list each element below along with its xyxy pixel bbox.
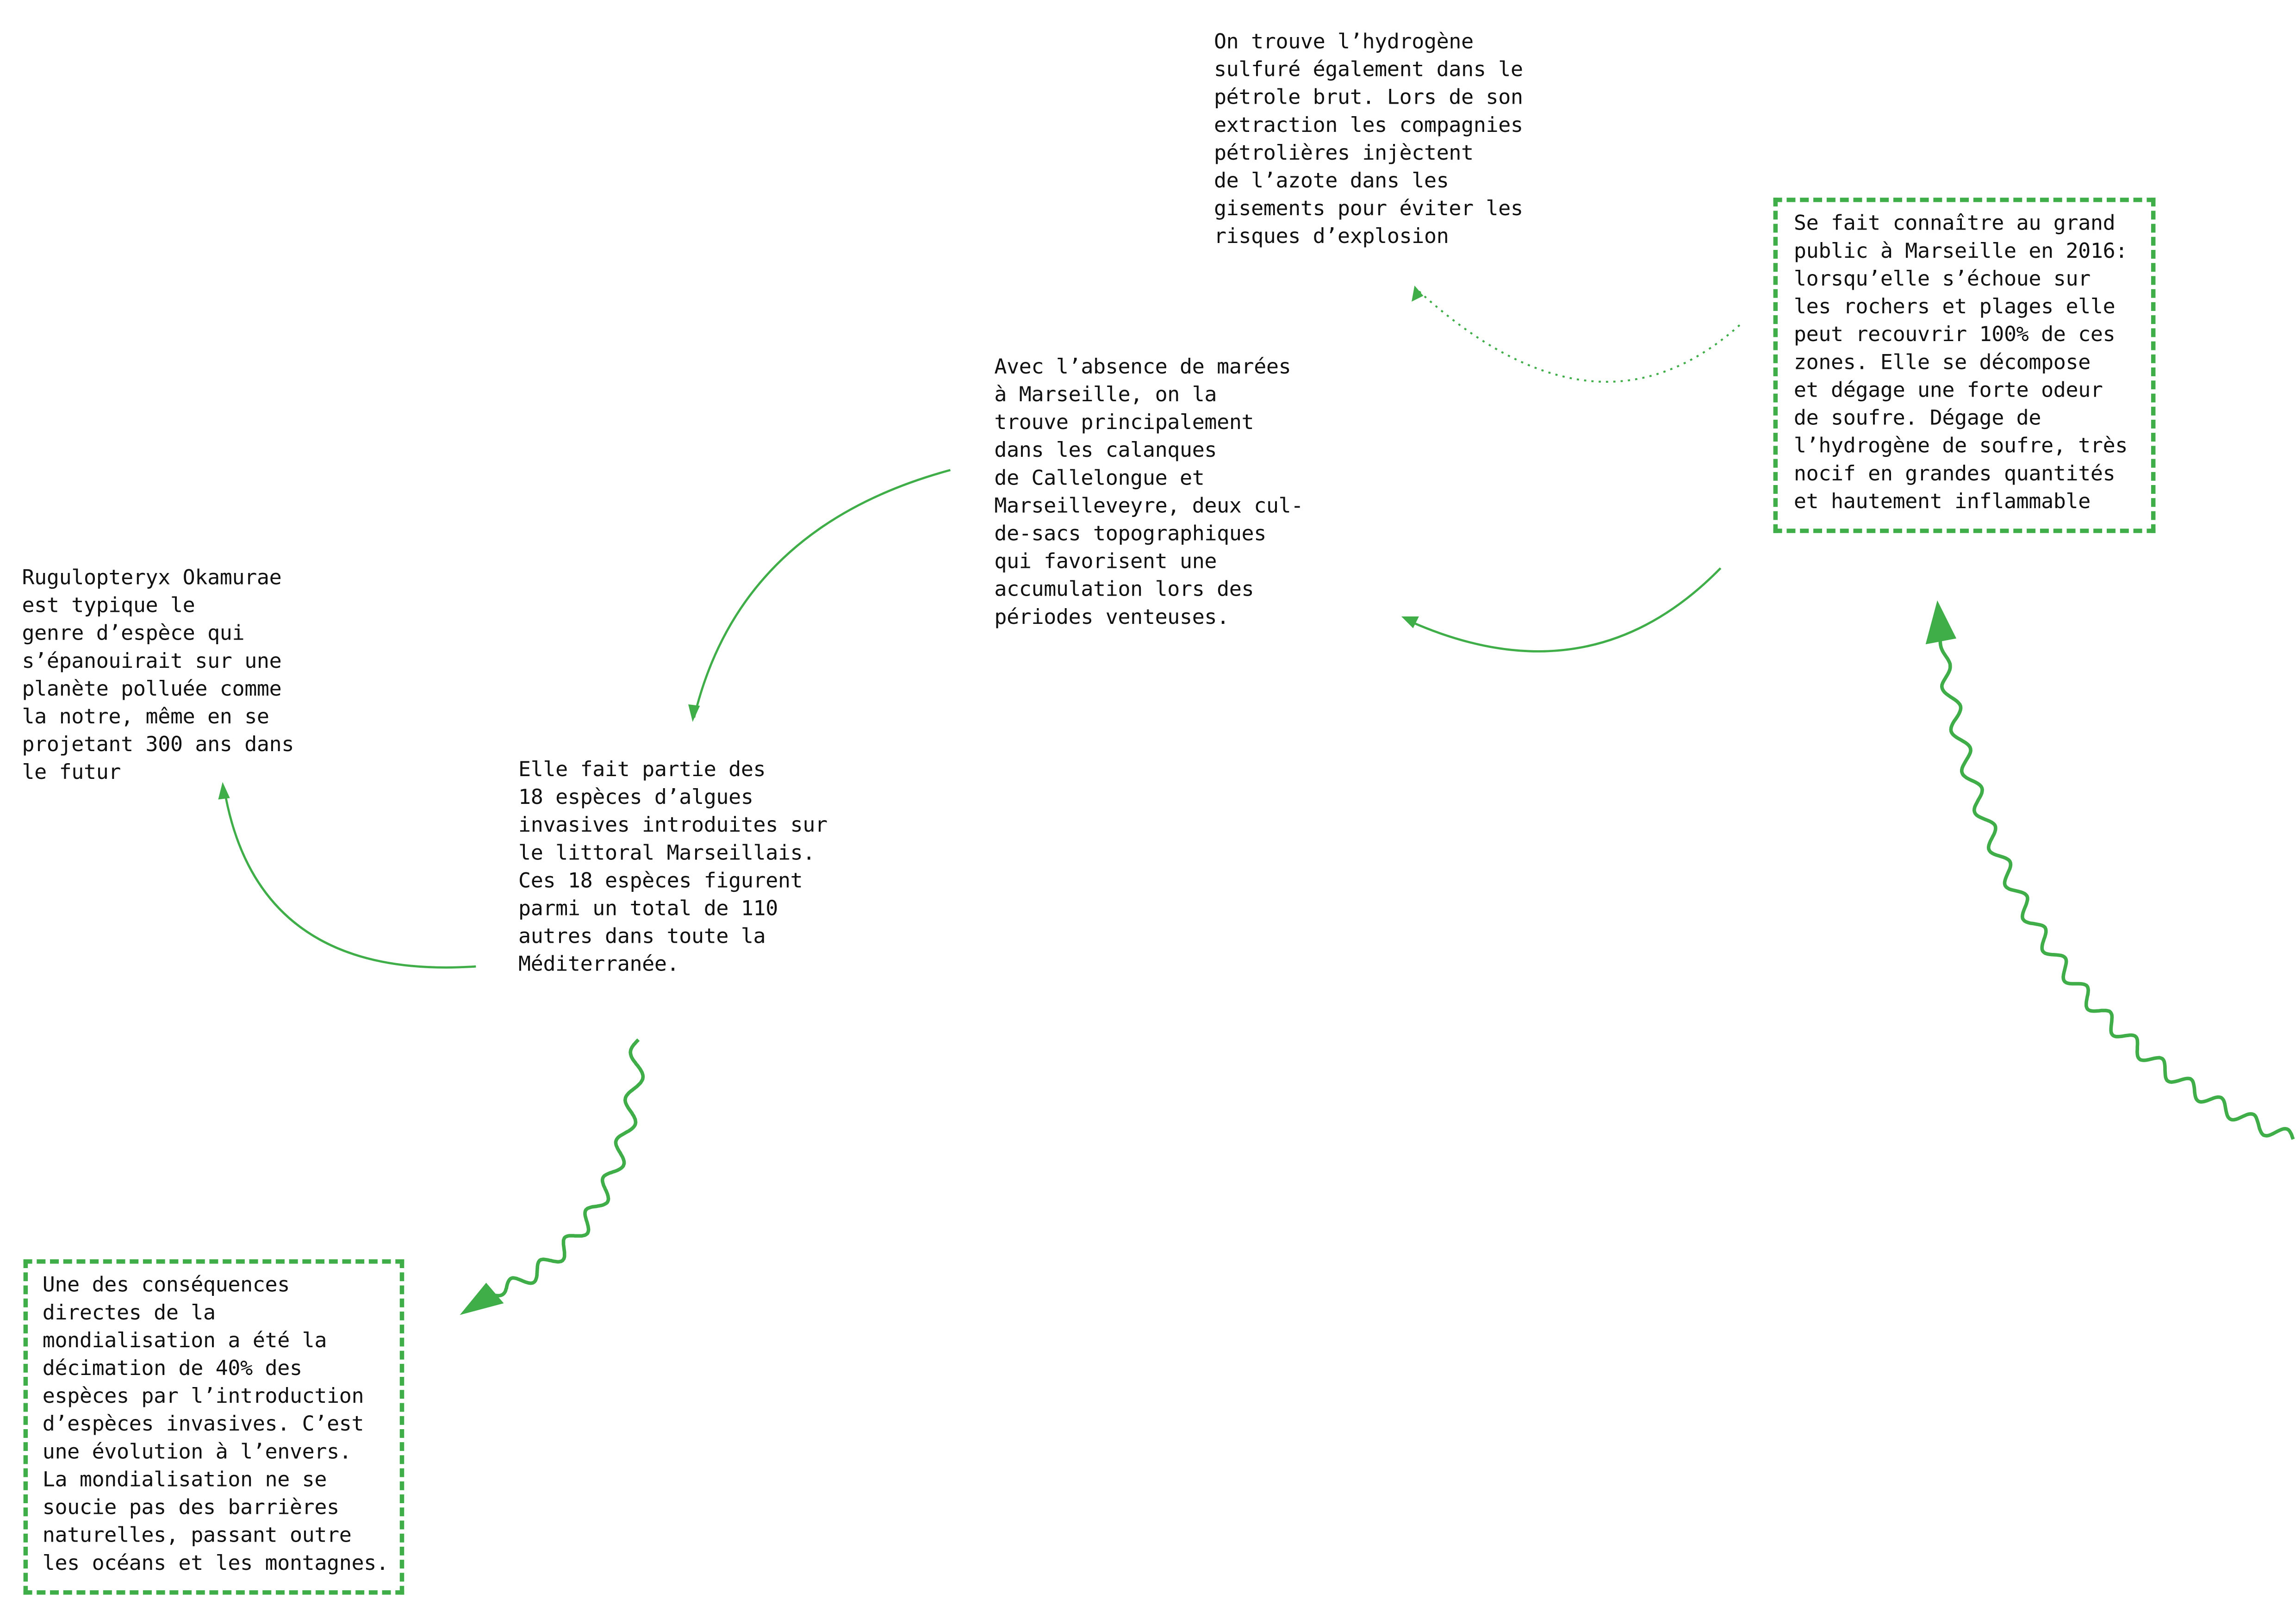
arrowhead-icon bbox=[218, 782, 230, 800]
note-globalization: Une des conséquences directes de la mond… bbox=[42, 1274, 389, 1576]
arrowhead-icon bbox=[688, 704, 700, 722]
arrowhead-icon bbox=[1925, 600, 1957, 645]
arrow-to-tides-note bbox=[1405, 567, 1722, 653]
dashed-frame-globalization bbox=[23, 1259, 404, 1595]
note-marseille-2016: Se fait connaître au grand public à Mars… bbox=[1793, 212, 2128, 514]
arrowhead-icon bbox=[1412, 285, 1424, 302]
note-tides: Avec l’absence de marées à Marseille, on… bbox=[994, 355, 1304, 630]
wavy-arrow-to-marseille-note bbox=[1938, 629, 2295, 1140]
arrow-to-invasive-note bbox=[693, 469, 951, 718]
dotted-arrow-to-oil-note bbox=[1417, 289, 1741, 383]
wavy-arrow-to-globalization-note bbox=[488, 1038, 645, 1298]
arrow-to-rugulopteryx-note bbox=[223, 787, 476, 969]
note-invasive-species: Elle fait partie des 18 espèces d’algues… bbox=[518, 758, 828, 977]
note-rugulopteryx: Rugulopteryx Okamurae est typique le gen… bbox=[22, 566, 294, 785]
note-hydrogen-sulfide-oil: On trouve l’hydrogène sulfuré également … bbox=[1213, 31, 1523, 249]
dashed-frame-marseille bbox=[1773, 198, 2156, 533]
arrowhead-icon bbox=[1401, 616, 1419, 628]
arrowhead-icon bbox=[460, 1282, 504, 1315]
